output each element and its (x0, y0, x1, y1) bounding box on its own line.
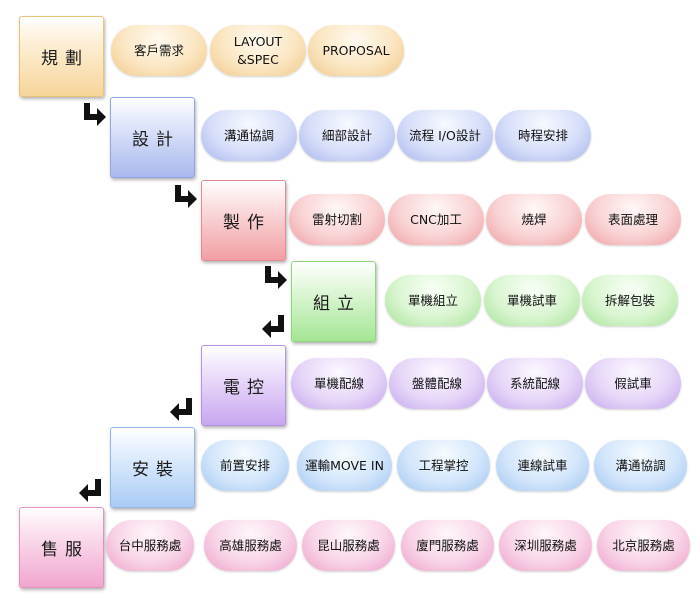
design-item-process-io: 流程 I/O設計 (397, 110, 493, 161)
flow-arrow-icon (262, 315, 284, 338)
flow-arrow-icon (79, 479, 101, 502)
planning-item-layout-spec: LAYOUT &SPEC (210, 25, 306, 76)
assembly-item-unit-assembly: 單機組立 (385, 275, 481, 326)
electrical-item-panel-wiring: 盤體配線 (389, 358, 485, 409)
flow-arrow-icon (265, 266, 287, 289)
service-item-kaohsiung: 高雄服務處 (204, 520, 297, 571)
design-item-communication: 溝通協調 (201, 110, 297, 161)
flow-arrow-icon (84, 103, 106, 126)
fabrication-item-surface-treatment: 表面處理 (585, 194, 681, 245)
service-item-xiamen: 廈門服務處 (401, 520, 494, 571)
stage-box-design: 設計 (110, 97, 195, 178)
service-item-taichung: 台中服務處 (106, 520, 194, 571)
installation-item-online-test-run: 連線試車 (496, 440, 589, 491)
installation-item-project-control: 工程掌控 (397, 440, 490, 491)
service-item-shenzhen: 深圳服務處 (499, 520, 592, 571)
stage-box-fabrication: 製作 (201, 180, 286, 261)
installation-item-preparation: 前置安排 (201, 440, 289, 491)
design-item-schedule: 時程安排 (495, 110, 591, 161)
fabrication-item-cnc: CNC加工 (388, 194, 484, 245)
stage-box-assembly: 組立 (291, 261, 376, 342)
fabrication-item-laser-cutting: 雷射切割 (289, 194, 385, 245)
planning-item-customer-needs: 客戶需求 (111, 25, 207, 76)
assembly-item-unit-test-run: 單機試車 (484, 275, 580, 326)
flow-arrow-icon (170, 398, 192, 421)
installation-item-move-in: 運輸MOVE IN (297, 440, 392, 491)
stage-box-electrical-control: 電控 (201, 345, 286, 426)
stage-box-planning: 規劃 (19, 16, 104, 97)
electrical-item-system-wiring: 系統配線 (487, 358, 583, 409)
design-item-detail-design: 細部設計 (299, 110, 395, 161)
fabrication-item-welding: 燒焊 (486, 194, 582, 245)
electrical-item-unit-wiring: 單機配線 (291, 358, 387, 409)
flow-arrow-icon (175, 185, 197, 208)
installation-item-communication: 溝通協調 (594, 440, 687, 491)
service-item-beijing: 北京服務處 (597, 520, 690, 571)
service-item-kunshan: 昆山服務處 (302, 520, 395, 571)
planning-item-proposal: PROPOSAL (308, 25, 404, 76)
assembly-item-disassembly-packing: 拆解包裝 (582, 275, 678, 326)
electrical-item-dry-run: 假試車 (585, 358, 681, 409)
stage-box-after-sales-service: 售服 (19, 507, 104, 588)
stage-box-installation: 安裝 (110, 427, 195, 508)
